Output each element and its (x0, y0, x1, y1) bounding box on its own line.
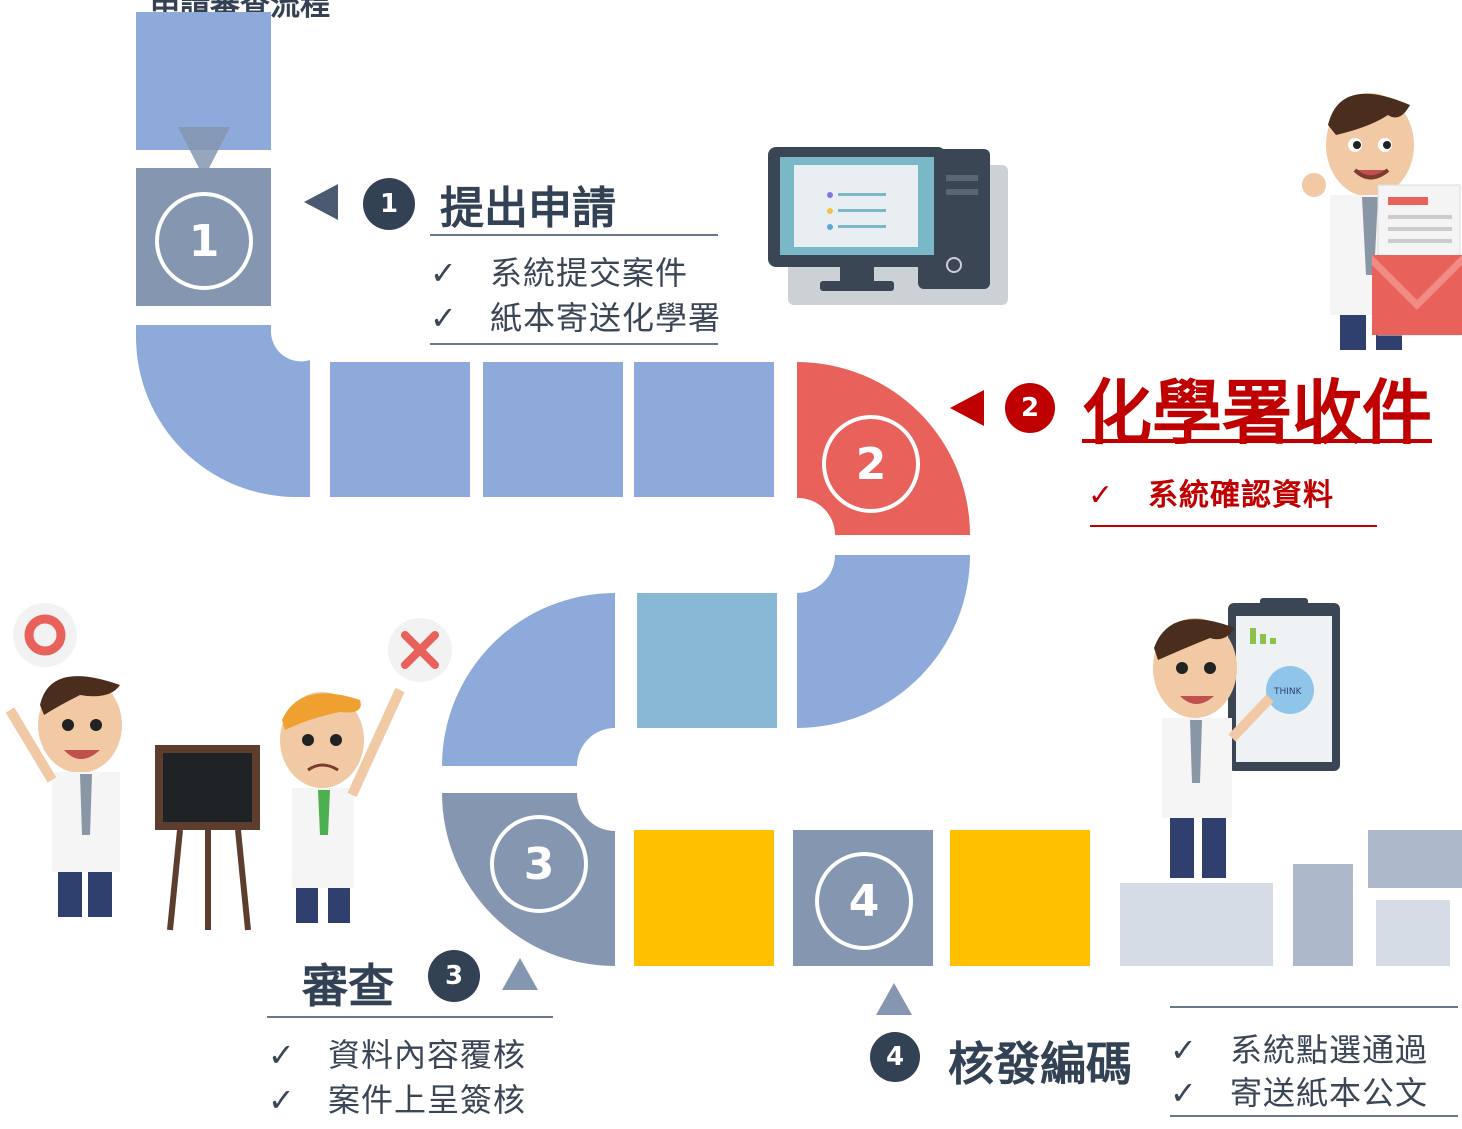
list-item: ✓系統提交案件 (430, 254, 689, 292)
step-badge: 1 (363, 178, 415, 230)
path-curve (797, 555, 970, 728)
list-item: ✓資料內容覆核 (268, 1036, 527, 1074)
list-item: ✓寄送紙本公文 (1170, 1074, 1429, 1112)
pointer-left-icon (304, 184, 338, 220)
step-circle: 1 (155, 192, 253, 290)
man-with-chart-icon: THINK (1153, 598, 1340, 878)
podium-block (1368, 830, 1462, 888)
path-curve (442, 593, 615, 766)
podium-block (1120, 883, 1273, 966)
divider (430, 234, 718, 236)
podium-block (1293, 864, 1353, 966)
step-badge: 3 (428, 950, 480, 1002)
divider (430, 343, 718, 345)
divider (1170, 1006, 1458, 1008)
step-title: 審查 (302, 959, 394, 1013)
step-title: 核發編碼 (948, 1037, 1132, 1091)
pointer-up-icon (502, 958, 538, 990)
computer-icon (768, 147, 1008, 305)
path-curve (136, 325, 310, 497)
list-item: ✓案件上呈簽核 (268, 1081, 527, 1119)
path-tile (634, 362, 774, 497)
svg-text:THINK: THINK (1273, 687, 1303, 697)
step-badge: 4 (870, 1032, 920, 1082)
podium-block (1376, 900, 1450, 966)
divider (1170, 1115, 1458, 1117)
path-tile (634, 830, 774, 966)
step-title: 提出申請 (440, 183, 616, 234)
down-arrow-icon (178, 127, 230, 178)
list-item: ✓系統確認資料 (1088, 478, 1334, 513)
step-circle: 4 (815, 852, 913, 950)
reviewers-illustration-icon (5, 603, 452, 931)
list-item: ✓系統點選通過 (1170, 1031, 1429, 1069)
step-circle: 2 (822, 415, 920, 513)
divider (267, 1016, 553, 1018)
step-title-highlight: 化學署收件 (1082, 372, 1432, 454)
list-item: ✓紙本寄送化學署 (430, 299, 722, 337)
step-badge: 2 (1005, 383, 1055, 433)
pointer-left-icon (950, 390, 984, 426)
path-tile (330, 362, 470, 497)
divider (1090, 525, 1377, 527)
pointer-up-icon (876, 983, 912, 1015)
man-with-letter-icon (1302, 93, 1462, 350)
path-tile (637, 593, 777, 728)
path-tile (483, 362, 623, 497)
step-circle: 3 (490, 815, 588, 913)
path-tile (950, 830, 1090, 966)
